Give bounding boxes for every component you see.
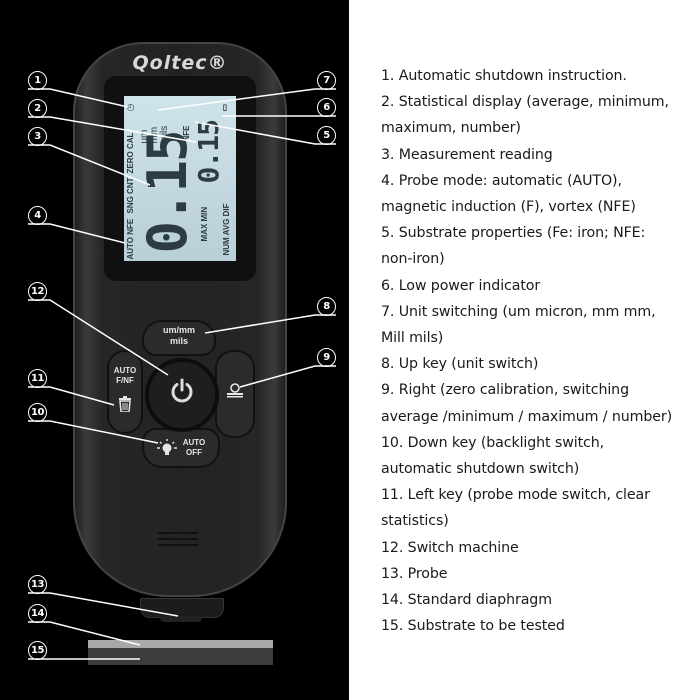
legend-line: 13. Probe (381, 565, 448, 582)
legend-line: 11. Left key (probe mode switch, clear (381, 487, 650, 504)
legend-line: non-iron) (381, 251, 445, 268)
legend-line: automatic shutdown switch) (381, 461, 580, 478)
callout-12: 12 (28, 282, 47, 301)
unit-switch-up-button[interactable]: um/mm mils (142, 320, 216, 356)
legend-line: 12. Switch machine (381, 539, 519, 556)
brand-logo: Qoltec® (132, 52, 228, 74)
callout-2: 2 (28, 99, 47, 118)
legend-line: 9. Right (zero calibration, switching (381, 382, 629, 399)
legend-line: 5. Substrate properties (Fe: iron; NFE: (381, 225, 646, 242)
callout-1: 1 (28, 71, 47, 90)
probe-mode-left-button[interactable]: AUTO F/NF (107, 350, 143, 434)
legend-line: magnetic induction (F), vortex (NFE) (381, 199, 636, 216)
callout-5: 5 (317, 126, 336, 145)
power-icon (171, 378, 193, 403)
display-bezel: AUTO NFE SNG CNT ZERO CAL ◷ um mm mils N… (104, 76, 256, 281)
legend-line: 8. Up key (unit switch) (381, 356, 539, 373)
diagram-panel: Qoltec® AUTO NFE SNG CNT ZERO CAL ◷ um m… (0, 0, 349, 700)
callout-6: 6 (317, 98, 336, 117)
legend-line: 14. Standard diaphragm (381, 592, 552, 609)
legend-list: 1. Automatic shutdown instruction. 2. St… (381, 63, 696, 639)
callout-4: 4 (28, 206, 47, 225)
callout-7: 7 (317, 71, 336, 90)
legend-line: 2. Statistical display (average, minimum… (381, 94, 669, 111)
legend-panel: 1. Automatic shutdown instruction. 2. St… (349, 0, 700, 700)
legend-line: 15. Substrate to be tested (381, 618, 565, 635)
backlight-bulb-icon (156, 439, 177, 455)
legend-line: maximum, number) (381, 120, 521, 137)
legend-line: 3. Measurement reading (381, 146, 553, 163)
standard-diaphragm (88, 640, 273, 648)
callout-15: 15 (28, 641, 47, 660)
legend-line: statistics) (381, 513, 449, 530)
callout-9: 9 (317, 348, 336, 367)
callout-13: 13 (28, 575, 47, 594)
legend-line: 7. Unit switching (um micron, mm mm, (381, 303, 656, 320)
zero-calibration-icon (227, 383, 243, 398)
callout-10: 10 (28, 403, 47, 422)
legend-line: average /minimum / maximum / number) (381, 408, 673, 425)
speaker-grille (158, 532, 198, 550)
legend-line: 1. Automatic shutdown instruction. (381, 68, 627, 84)
callout-8: 8 (317, 297, 336, 316)
legend-line: 6. Low power indicator (381, 277, 541, 294)
callout-11: 11 (28, 369, 47, 388)
probe-tip (160, 616, 202, 622)
power-button[interactable] (145, 358, 219, 432)
legend-line: 10. Down key (backlight switch, (381, 434, 605, 451)
callout-3: 3 (28, 127, 47, 146)
legend-line: Mill mils) (381, 330, 444, 347)
substrate (88, 648, 273, 665)
callout-14: 14 (28, 604, 47, 623)
legend-line: 4. Probe mode: automatic (AUTO), (381, 172, 622, 189)
lcd-display: AUTO NFE SNG CNT ZERO CAL ◷ um mm mils N… (124, 96, 236, 261)
coating-thickness-gauge: Qoltec® AUTO NFE SNG CNT ZERO CAL ◷ um m… (73, 42, 287, 597)
callout-leader-lines (28, 88, 336, 660)
